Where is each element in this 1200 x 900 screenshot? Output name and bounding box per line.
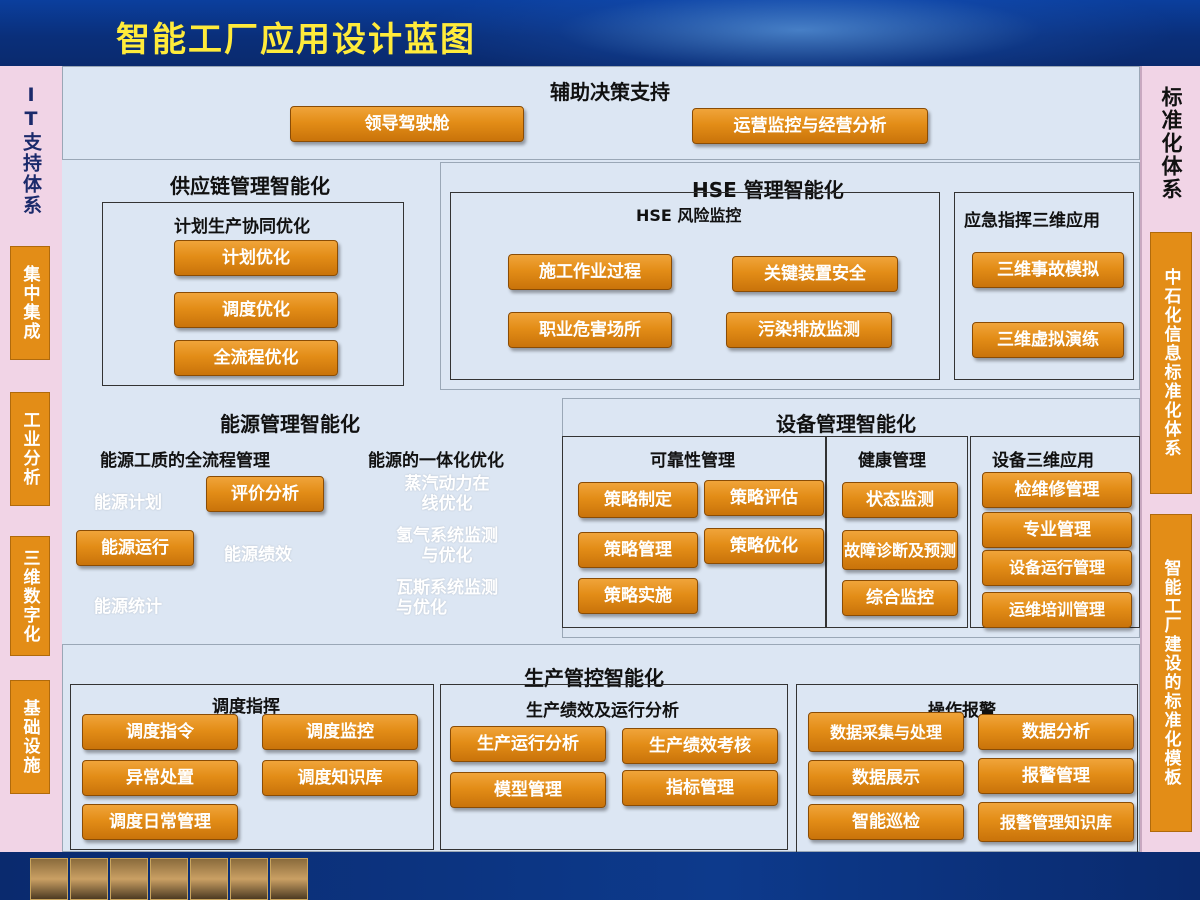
data-display-button[interactable]: 数据展示 xyxy=(808,760,964,796)
performance-box xyxy=(440,684,788,850)
dispatch-box xyxy=(70,684,434,850)
energy-operation-button[interactable]: 能源运行 xyxy=(76,530,194,566)
hse-heading: HSE 管理智能化 xyxy=(692,178,844,202)
plan-optimization-button[interactable]: 计划优化 xyxy=(174,240,338,276)
energy-heading: 能源管理智能化 xyxy=(220,412,360,436)
energy-integration-heading: 能源的一体化优化 xyxy=(368,451,504,471)
tab-smart-factory-template[interactable]: 智能工厂建设的标准化模板 xyxy=(1150,514,1192,832)
fault-diagnosis-button[interactable]: 故障诊断及预测 xyxy=(842,530,958,570)
dispatch-command-button[interactable]: 调度指令 xyxy=(82,714,238,750)
integrated-monitoring-button[interactable]: 综合监控 xyxy=(842,580,958,616)
occupational-hazard-button[interactable]: 职业危害场所 xyxy=(508,312,672,348)
professional-management-button[interactable]: 专业管理 xyxy=(982,512,1132,548)
main-panel: 辅助决策支持 领导驾驶舱 运营监控与经营分析 供应链管理智能化 计划生产协同优化… xyxy=(62,66,1140,860)
reliability-heading: 可靠性管理 xyxy=(650,451,735,471)
operation-monitoring-button[interactable]: 运营监控与经营分析 xyxy=(692,108,928,144)
reliability-box xyxy=(562,436,826,628)
gas-system-label: 瓦斯系统监测与优化 xyxy=(396,578,498,618)
footer-photo xyxy=(150,858,188,900)
virtual-drill-button[interactable]: 三维虚拟演练 xyxy=(972,322,1124,358)
equipment-heading: 设备管理智能化 xyxy=(776,412,916,436)
performance-assessment-button[interactable]: 生产绩效考核 xyxy=(622,728,778,764)
smart-inspection-button[interactable]: 智能巡检 xyxy=(808,804,964,840)
dispatch-knowledge-button[interactable]: 调度知识库 xyxy=(262,760,418,796)
data-analysis-button[interactable]: 数据分析 xyxy=(978,714,1134,750)
energy-performance-label: 能源绩效 xyxy=(224,545,292,565)
footer-photo xyxy=(190,858,228,900)
strategy-management-button[interactable]: 策略管理 xyxy=(578,532,698,568)
energy-plan-label: 能源计划 xyxy=(94,493,162,513)
footer-photo xyxy=(110,858,148,900)
indicator-management-button[interactable]: 指标管理 xyxy=(622,770,778,806)
performance-heading: 生产绩效及运行分析 xyxy=(526,701,679,721)
equipment-3d-heading: 设备三维应用 xyxy=(992,451,1094,471)
full-process-optimization-button[interactable]: 全流程优化 xyxy=(174,340,338,376)
pollution-monitoring-button[interactable]: 污染排放监测 xyxy=(726,312,892,348)
dispatch-optimization-button[interactable]: 调度优化 xyxy=(174,292,338,328)
maintenance-management-button[interactable]: 检维修管理 xyxy=(982,472,1132,508)
exception-handling-button[interactable]: 异常处置 xyxy=(82,760,238,796)
accident-simulation-button[interactable]: 三维事故模拟 xyxy=(972,252,1124,288)
header-banner: 智能工厂应用设计蓝图 xyxy=(0,0,1200,66)
emergency-box xyxy=(954,192,1134,380)
tab-centralized-integration[interactable]: 集中集成 xyxy=(10,246,50,360)
hse-risk-box xyxy=(450,192,940,380)
evaluation-analysis-button[interactable]: 评价分析 xyxy=(206,476,324,512)
strategy-evaluation-button[interactable]: 策略评估 xyxy=(704,480,824,516)
supply-chain-heading: 供应链管理智能化 xyxy=(170,174,330,198)
steam-optimization-label: 蒸汽动力在线优化 xyxy=(404,474,490,514)
energy-statistics-label: 能源统计 xyxy=(94,597,162,617)
alarm-knowledge-button[interactable]: 报警管理知识库 xyxy=(978,802,1134,842)
status-monitoring-button[interactable]: 状态监测 xyxy=(842,482,958,518)
hse-section xyxy=(440,162,1140,390)
equipment-operation-button[interactable]: 设备运行管理 xyxy=(982,550,1132,586)
standardization-panel: 标准化体系 中石化信息标准化体系 智能工厂建设的标准化模板 xyxy=(1140,66,1200,852)
footer-photo xyxy=(70,858,108,900)
footer-photo xyxy=(30,858,68,900)
production-heading: 生产管控智能化 xyxy=(524,666,664,690)
tab-industrial-analysis[interactable]: 工业分析 xyxy=(10,392,50,506)
energy-process-heading: 能源工质的全流程管理 xyxy=(100,451,270,471)
hydrogen-system-label: 氢气系统监测与优化 xyxy=(396,526,498,566)
dispatch-daily-button[interactable]: 调度日常管理 xyxy=(82,804,238,840)
footer-strip xyxy=(0,852,1200,900)
supply-chain-box xyxy=(102,202,404,386)
key-device-safety-button[interactable]: 关键装置安全 xyxy=(732,256,898,292)
tab-3d-digital[interactable]: 三维数字化 xyxy=(10,536,50,656)
maintenance-training-button[interactable]: 运维培训管理 xyxy=(982,592,1132,628)
health-box xyxy=(826,436,968,628)
hse-risk-heading: HSE 风险监控 xyxy=(636,206,742,225)
footer-photo xyxy=(270,858,308,900)
it-support-panel: IT支持体系 集中集成 工业分析 三维数字化 基础设施 xyxy=(0,66,64,852)
decision-support-heading: 辅助决策支持 xyxy=(550,80,670,104)
alarm-management-button[interactable]: 报警管理 xyxy=(978,758,1134,794)
page-title: 智能工厂应用设计蓝图 xyxy=(116,20,476,60)
strategy-formulation-button[interactable]: 策略制定 xyxy=(578,482,698,518)
tab-sinopec-standard[interactable]: 中石化信息标准化体系 xyxy=(1150,232,1192,494)
leader-cockpit-button[interactable]: 领导驾驶舱 xyxy=(290,106,524,142)
footer-photo xyxy=(230,858,268,900)
tab-infrastructure[interactable]: 基础设施 xyxy=(10,680,50,794)
model-management-button[interactable]: 模型管理 xyxy=(450,772,606,808)
production-section xyxy=(62,644,1140,852)
emergency-heading: 应急指挥三维应用 xyxy=(964,211,1100,231)
construction-process-button[interactable]: 施工作业过程 xyxy=(508,254,672,290)
plan-production-heading: 计划生产协同优化 xyxy=(174,217,310,237)
strategy-implementation-button[interactable]: 策略实施 xyxy=(578,578,698,614)
dispatch-heading: 调度指挥 xyxy=(212,697,280,717)
operation-analysis-button[interactable]: 生产运行分析 xyxy=(450,726,606,762)
it-support-heading: IT支持体系 xyxy=(20,84,42,216)
data-collection-button[interactable]: 数据采集与处理 xyxy=(808,712,964,752)
health-heading: 健康管理 xyxy=(858,451,926,471)
standardization-heading: 标准化体系 xyxy=(1159,86,1183,201)
decision-support-section xyxy=(62,66,1140,160)
strategy-optimization-button[interactable]: 策略优化 xyxy=(704,528,824,564)
dispatch-monitoring-button[interactable]: 调度监控 xyxy=(262,714,418,750)
